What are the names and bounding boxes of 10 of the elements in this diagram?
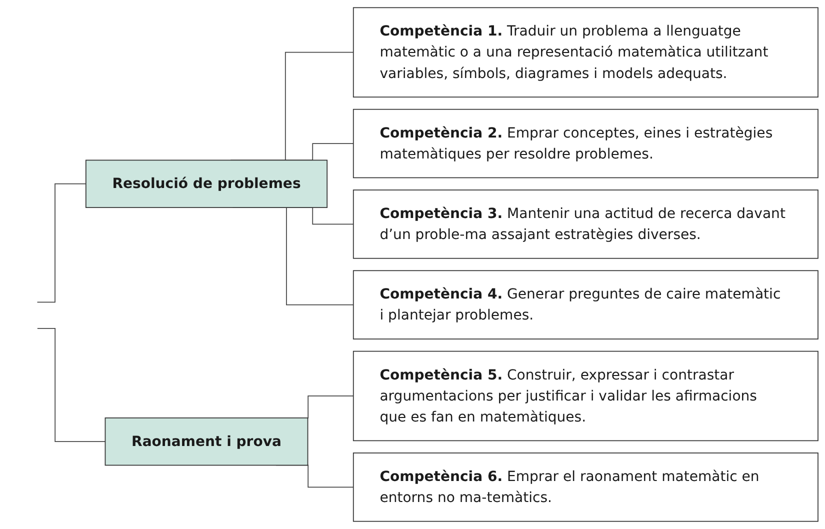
connector [36, 183, 86, 303]
node-box [352, 452, 818, 522]
node-box [352, 108, 818, 178]
node-box [85, 160, 328, 208]
node-box [104, 417, 308, 466]
node-box [352, 350, 818, 442]
node-box [352, 190, 818, 259]
node-box [352, 270, 818, 340]
connector [36, 328, 106, 442]
node-box [352, 7, 818, 98]
